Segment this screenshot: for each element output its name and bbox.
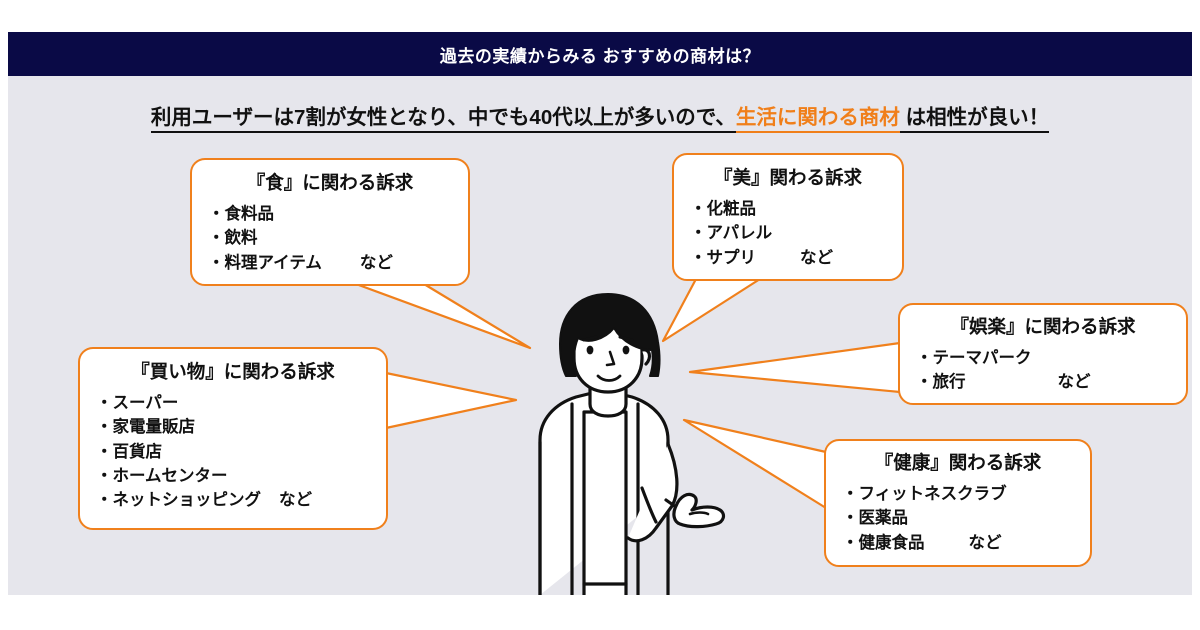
list-item: ・化粧品 — [690, 200, 756, 218]
callout-shopping-list: ・スーパー ・家電量販店 ・百貨店 ・ホームセンター ・ネットショッピングなど — [80, 391, 386, 512]
list-item: ・家電量販店 — [96, 418, 195, 437]
list-item: ・アパレル — [690, 224, 773, 243]
nado-label: など — [968, 533, 1002, 552]
woman-presenting-illustration — [538, 293, 726, 595]
list-item: ・医薬品 — [842, 509, 908, 528]
callout-shopping-title: 『買い物』に関わる訴求 — [131, 361, 335, 382]
callout-health-title: 『健康』関わる訴求 — [874, 452, 1042, 473]
subtitle-line: 利用ユーザーは7割が女性となり、中でも40代以上が多いので、生活に関わる商材 は… — [0, 100, 1200, 133]
callout-beauty[interactable]: 『美』関わる訴求 ・化粧品 ・アパレル ・サプリなど — [672, 153, 904, 281]
list-item: ・旅行など — [916, 370, 1186, 394]
callout-food[interactable]: 『食』に関わる訴求 ・食料品 ・飲料 ・料理アイテムなど — [190, 158, 470, 286]
list-item: ・スーパー — [96, 394, 179, 412]
header-bar: 過去の実績からみる おすすめの商材は？ — [8, 32, 1192, 76]
subtitle-highlight: 生活に関わる商材 — [735, 106, 900, 133]
callout-shopping[interactable]: 『買い物』に関わる訴求 ・スーパー ・家電量販店 ・百貨店 ・ホームセンター ・… — [78, 347, 388, 530]
subtitle-part1: 利用ユーザーは7割が女性となり、中でも40代以上が多いので、 — [150, 106, 736, 133]
list-item: ・飲料 — [208, 229, 258, 248]
page-title: 過去の実績からみる おすすめの商材は？ — [439, 46, 761, 66]
list-item: ・百貨店 — [96, 442, 162, 461]
list-item: ・フィットネスクラブ — [842, 485, 1007, 503]
nado-label: など — [1057, 373, 1091, 392]
callout-health-list: ・フィットネスクラブ ・医薬品 ・健康食品など — [826, 482, 1090, 555]
callout-entertainment-list: ・テーマパーク ・旅行など — [900, 346, 1186, 395]
callout-beauty-title: 『美』関わる訴求 — [713, 167, 862, 188]
list-item: ・ホームセンター — [96, 466, 228, 485]
list-item: ・ネットショッピングなど — [96, 488, 386, 512]
list-item: ・サプリなど — [690, 246, 902, 270]
callout-food-title: 『食』に関わる訴求 — [246, 172, 414, 193]
subtitle-part2: は相性が良い！ — [899, 106, 1050, 133]
callout-entertainment-title: 『娯楽』に関わる訴求 — [950, 316, 1136, 337]
nado-label: など — [359, 253, 393, 272]
nado-label: など — [800, 248, 833, 267]
callout-beauty-list: ・化粧品 ・アパレル ・サプリなど — [674, 197, 902, 270]
list-item: ・食料品 — [208, 205, 274, 223]
callout-food-list: ・食料品 ・飲料 ・料理アイテムなど — [192, 202, 468, 275]
list-item: ・健康食品など — [842, 531, 1090, 555]
list-item: ・料理アイテムなど — [208, 251, 468, 275]
callout-health[interactable]: 『健康』関わる訴求 ・フィットネスクラブ ・医薬品 ・健康食品など — [824, 439, 1092, 567]
nado-label: など — [279, 491, 312, 509]
callout-entertainment[interactable]: 『娯楽』に関わる訴求 ・テーマパーク ・旅行など — [898, 303, 1188, 405]
list-item: ・テーマパーク — [916, 349, 1032, 367]
